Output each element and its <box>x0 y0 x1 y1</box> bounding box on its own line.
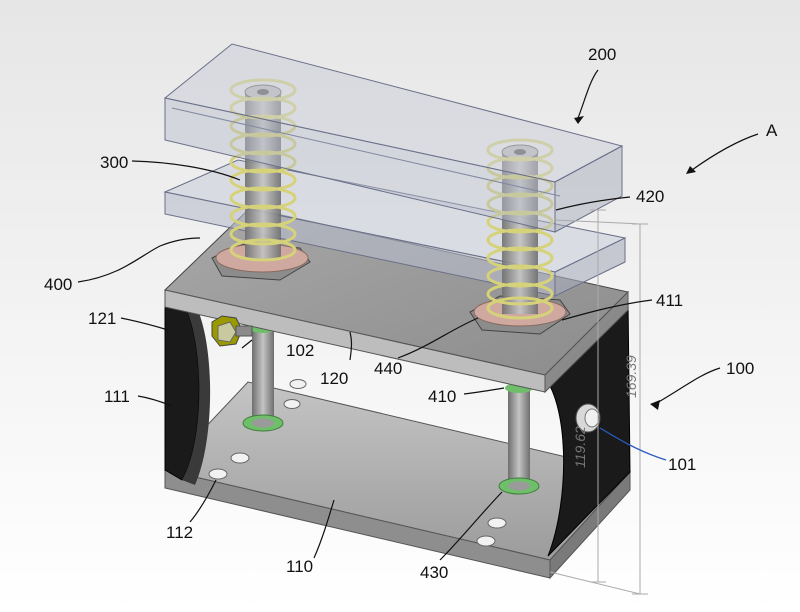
label-120: 120 <box>320 369 348 388</box>
bolt-101 <box>575 403 601 433</box>
label-100: 100 <box>726 359 754 378</box>
label-111: 111 <box>104 387 130 406</box>
label-410: 410 <box>428 387 456 406</box>
label-112: 112 <box>166 523 193 542</box>
dimension-outer: 169.39 <box>623 355 639 398</box>
label-110: 110 <box>286 557 313 576</box>
label-102: 102 <box>286 341 314 360</box>
leader-lines <box>77 69 759 561</box>
nut-102 <box>211 315 253 347</box>
label-121: 121 <box>88 309 116 328</box>
label-A: A <box>766 121 778 140</box>
upper-plate-200 <box>163 43 624 233</box>
dimension-inner: 119.62 <box>572 426 588 468</box>
label-400: 400 <box>44 275 72 294</box>
dimension-lines <box>549 209 648 595</box>
label-420: 420 <box>636 187 664 206</box>
left-side-bracket <box>164 297 211 485</box>
label-200: 200 <box>588 45 616 64</box>
label-440: 440 <box>374 359 402 378</box>
label-411: 411 <box>656 291 683 310</box>
label-300: 300 <box>100 153 128 172</box>
label-101: 101 <box>668 455 696 474</box>
label-430: 430 <box>420 563 448 582</box>
